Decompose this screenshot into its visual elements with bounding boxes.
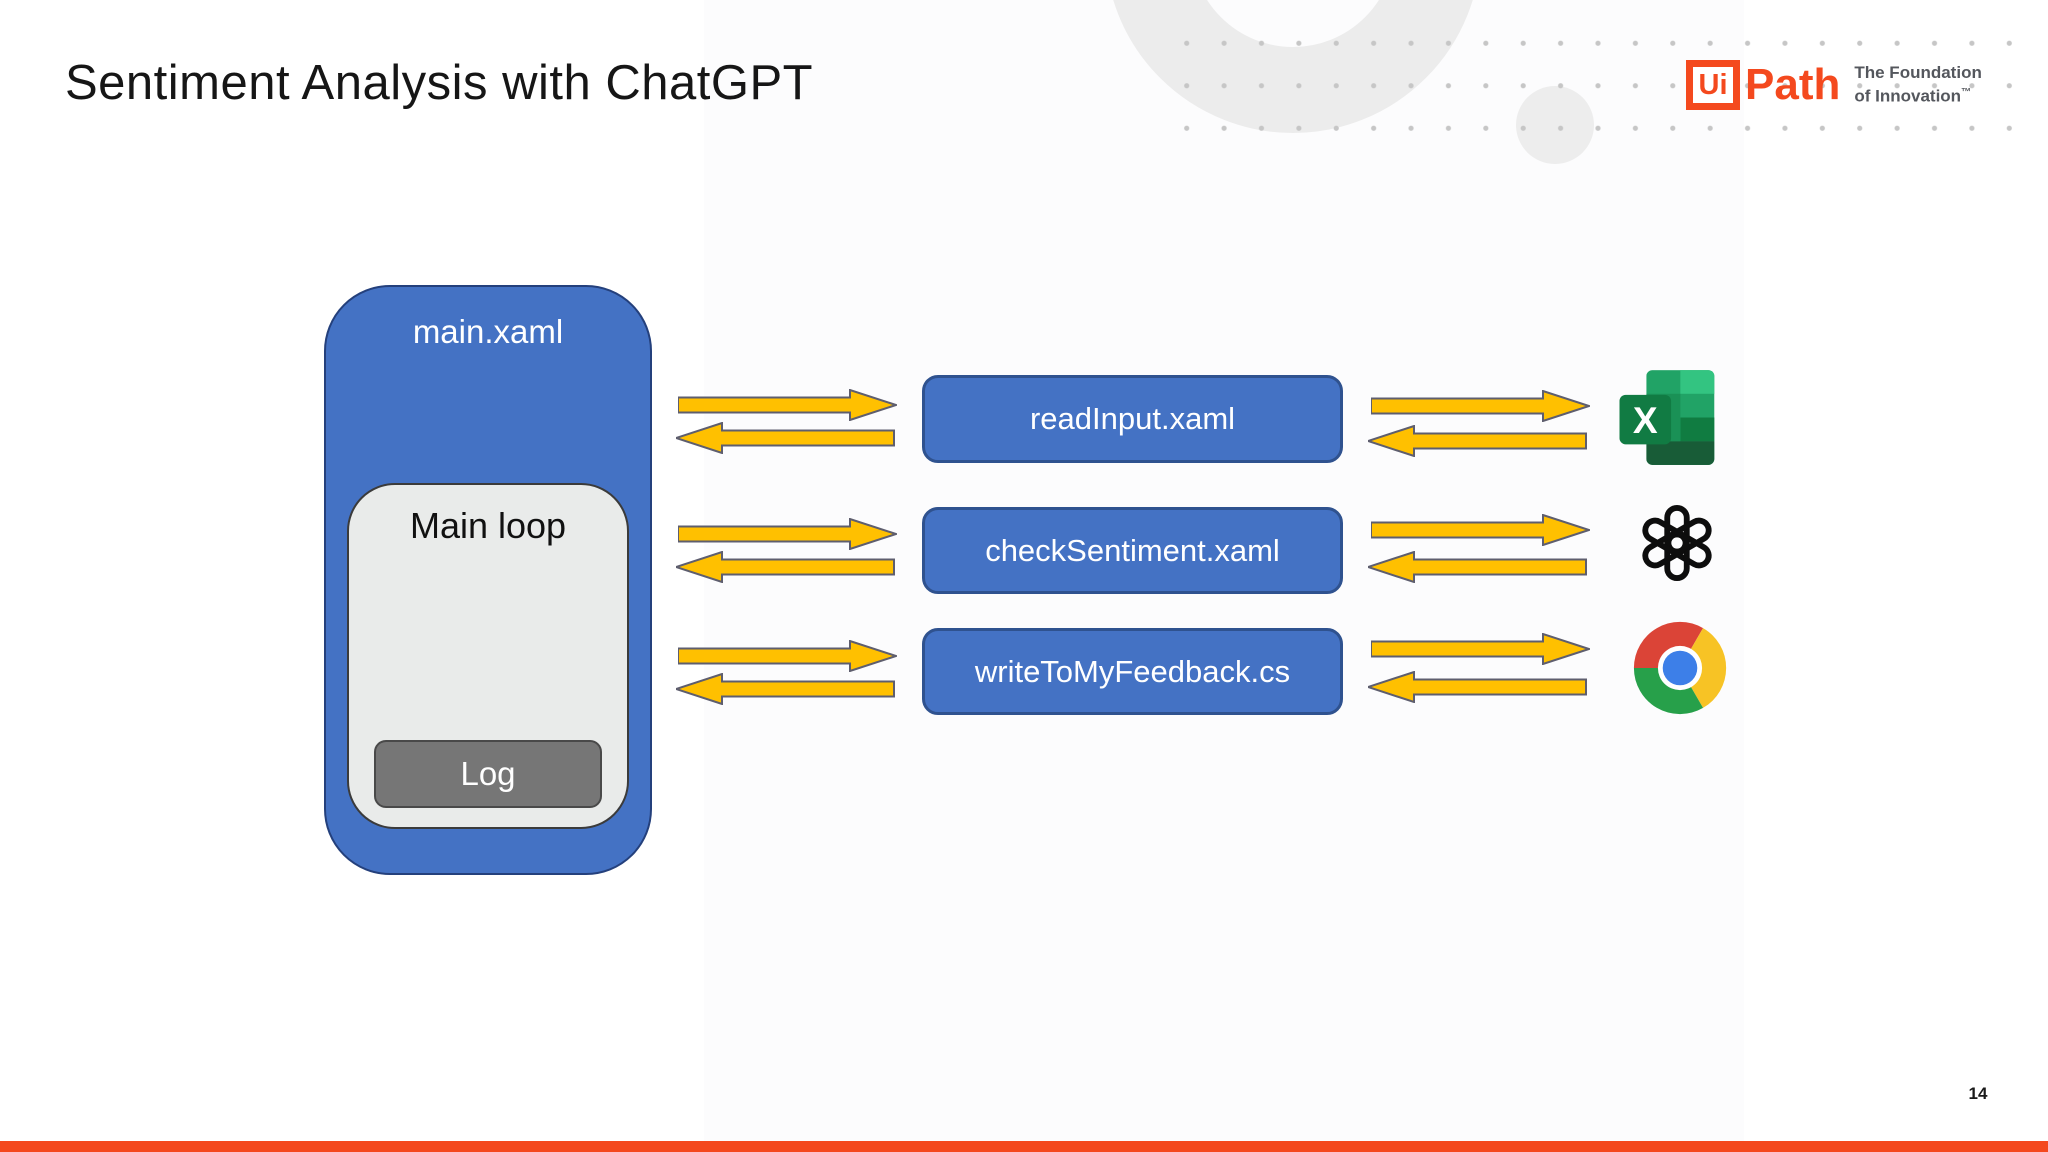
tagline-tm: ™ (1961, 87, 1972, 99)
main-loop-label: Main loop (409, 505, 567, 546)
uipath-path-wordmark: Path (1745, 60, 1841, 109)
arrow-left-icon (1368, 551, 1587, 583)
log-box: Log (374, 740, 602, 808)
process-box-readinput: readInput.xaml (922, 375, 1343, 463)
arrow-right-icon (1371, 633, 1590, 665)
arrow-left-icon (1368, 671, 1587, 703)
arrow-right-icon (678, 518, 897, 550)
arrow-left-icon (676, 551, 895, 583)
dot-grid-pattern (1168, 22, 2020, 149)
bottom-accent-bar (0, 1141, 2048, 1152)
main-xaml-box: main.xaml Main loop Log (324, 285, 652, 875)
arrow-right-icon (678, 389, 897, 421)
openai-icon (1642, 504, 1712, 582)
uipath-logo: Ui Path The Foundation of Innovation™ (1686, 55, 1982, 115)
tagline-line1: The Foundation (1854, 63, 1982, 83)
arrow-left-icon (676, 673, 895, 705)
page-number: 14 (1968, 1084, 1988, 1103)
arrow-left-icon (676, 422, 895, 454)
svg-text:X: X (1633, 399, 1658, 441)
main-loop-box: Main loop Log (347, 483, 629, 829)
arrow-right-icon (1371, 390, 1590, 422)
arrow-right-icon (1371, 514, 1590, 546)
process-box-writetomyfeedback: writeToMyFeedback.cs (922, 628, 1343, 715)
arrow-right-icon (678, 640, 897, 672)
process-box-checksentiment: checkSentiment.xaml (922, 507, 1343, 594)
excel-icon: X (1619, 370, 1715, 465)
slide-title: Sentiment Analysis with ChatGPT (65, 56, 814, 110)
tagline-line2: of Innovation (1854, 86, 1962, 106)
chrome-icon (1633, 621, 1727, 715)
arrow-left-icon (1368, 425, 1587, 457)
main-xaml-label: main.xaml (412, 313, 564, 350)
uipath-tagline: The Foundation of Innovation™ (1854, 63, 1981, 107)
uipath-ui-mark-icon: Ui (1686, 60, 1740, 110)
